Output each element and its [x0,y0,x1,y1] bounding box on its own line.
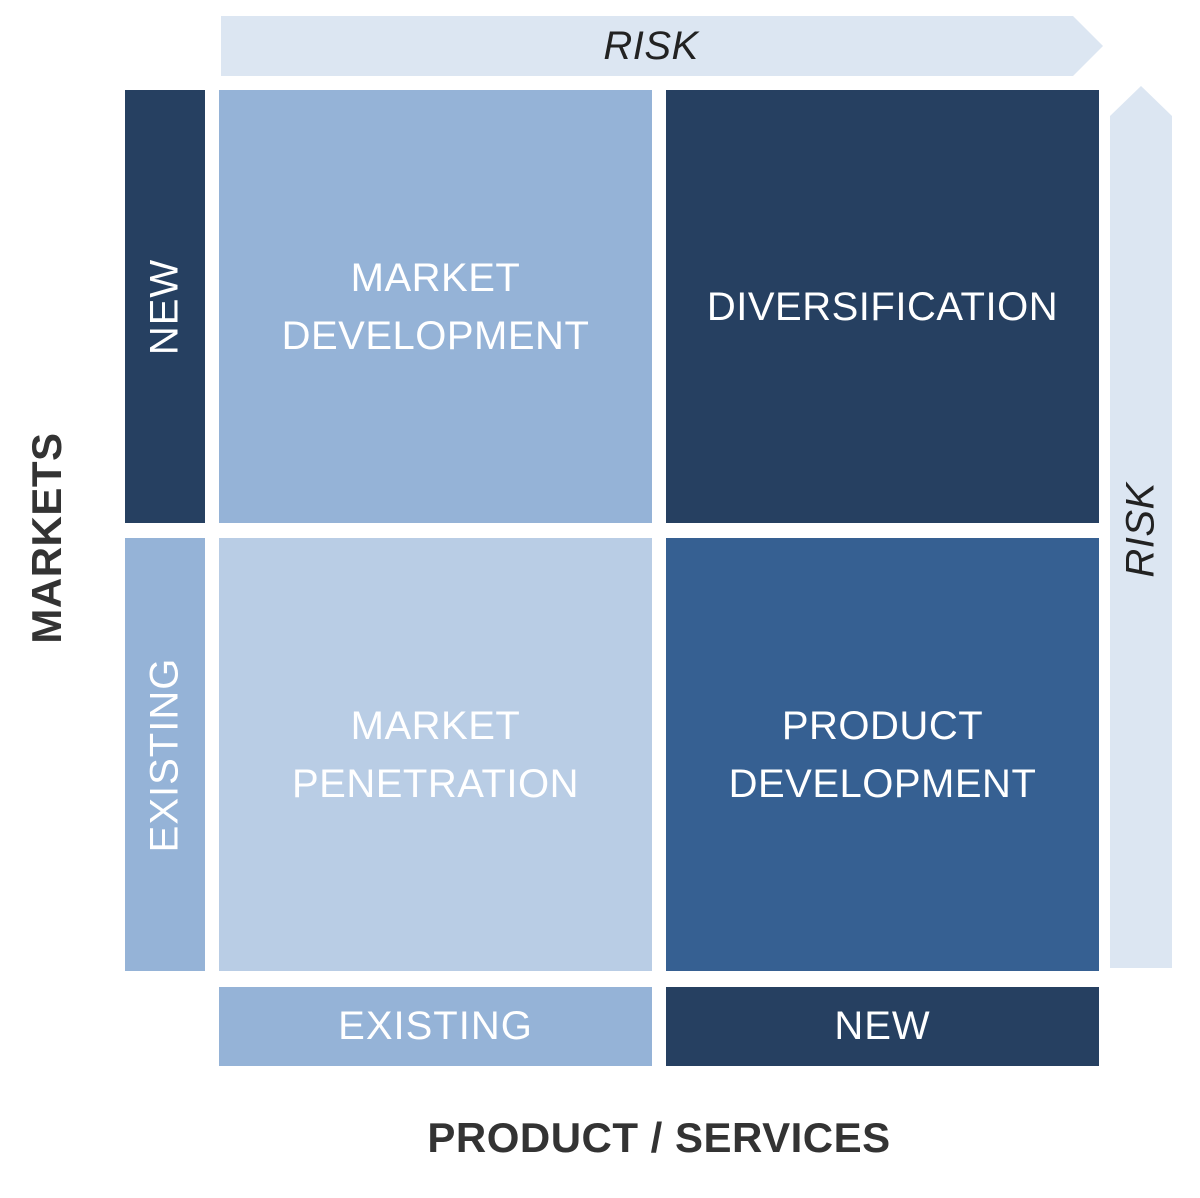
quadrant-product-development: PRODUCT DEVELOPMENT [666,538,1099,971]
quadrant-market-development-line2: DEVELOPMENT [281,313,590,358]
quadrant-market-penetration-line2: PENETRATION [291,761,579,806]
column-label-existing-text: EXISTING [338,1004,533,1048]
row-label-existing: EXISTING [125,538,205,971]
row-label-new: NEW [125,90,205,523]
risk-label-top: RISK [603,23,699,68]
column-label-new-text: NEW [834,1004,931,1048]
column-label-existing: EXISTING [219,987,652,1066]
quadrant-diversification: DIVERSIFICATION [666,90,1099,523]
risk-arrow-horizontal [221,16,1103,76]
quadrant-market-development: MARKET DEVELOPMENT [219,90,652,523]
quadrant-market-development-line1: MARKET [350,255,521,300]
risk-arrow-vertical [1110,86,1172,968]
quadrant-product-development-line1: PRODUCT [781,703,984,748]
quadrant-market-penetration: MARKET PENETRATION [219,538,652,971]
column-label-new: NEW [666,987,1099,1066]
row-label-new-text: NEW [142,258,187,355]
quadrant-diversification-label: DIVERSIFICATION [706,284,1059,329]
product-services-axis-title: PRODUCT / SERVICES [427,1114,891,1161]
quadrant-product-development-line2: DEVELOPMENT [728,761,1037,806]
quadrant-market-penetration-line1: MARKET [350,703,521,748]
row-label-existing-text: EXISTING [142,657,187,852]
